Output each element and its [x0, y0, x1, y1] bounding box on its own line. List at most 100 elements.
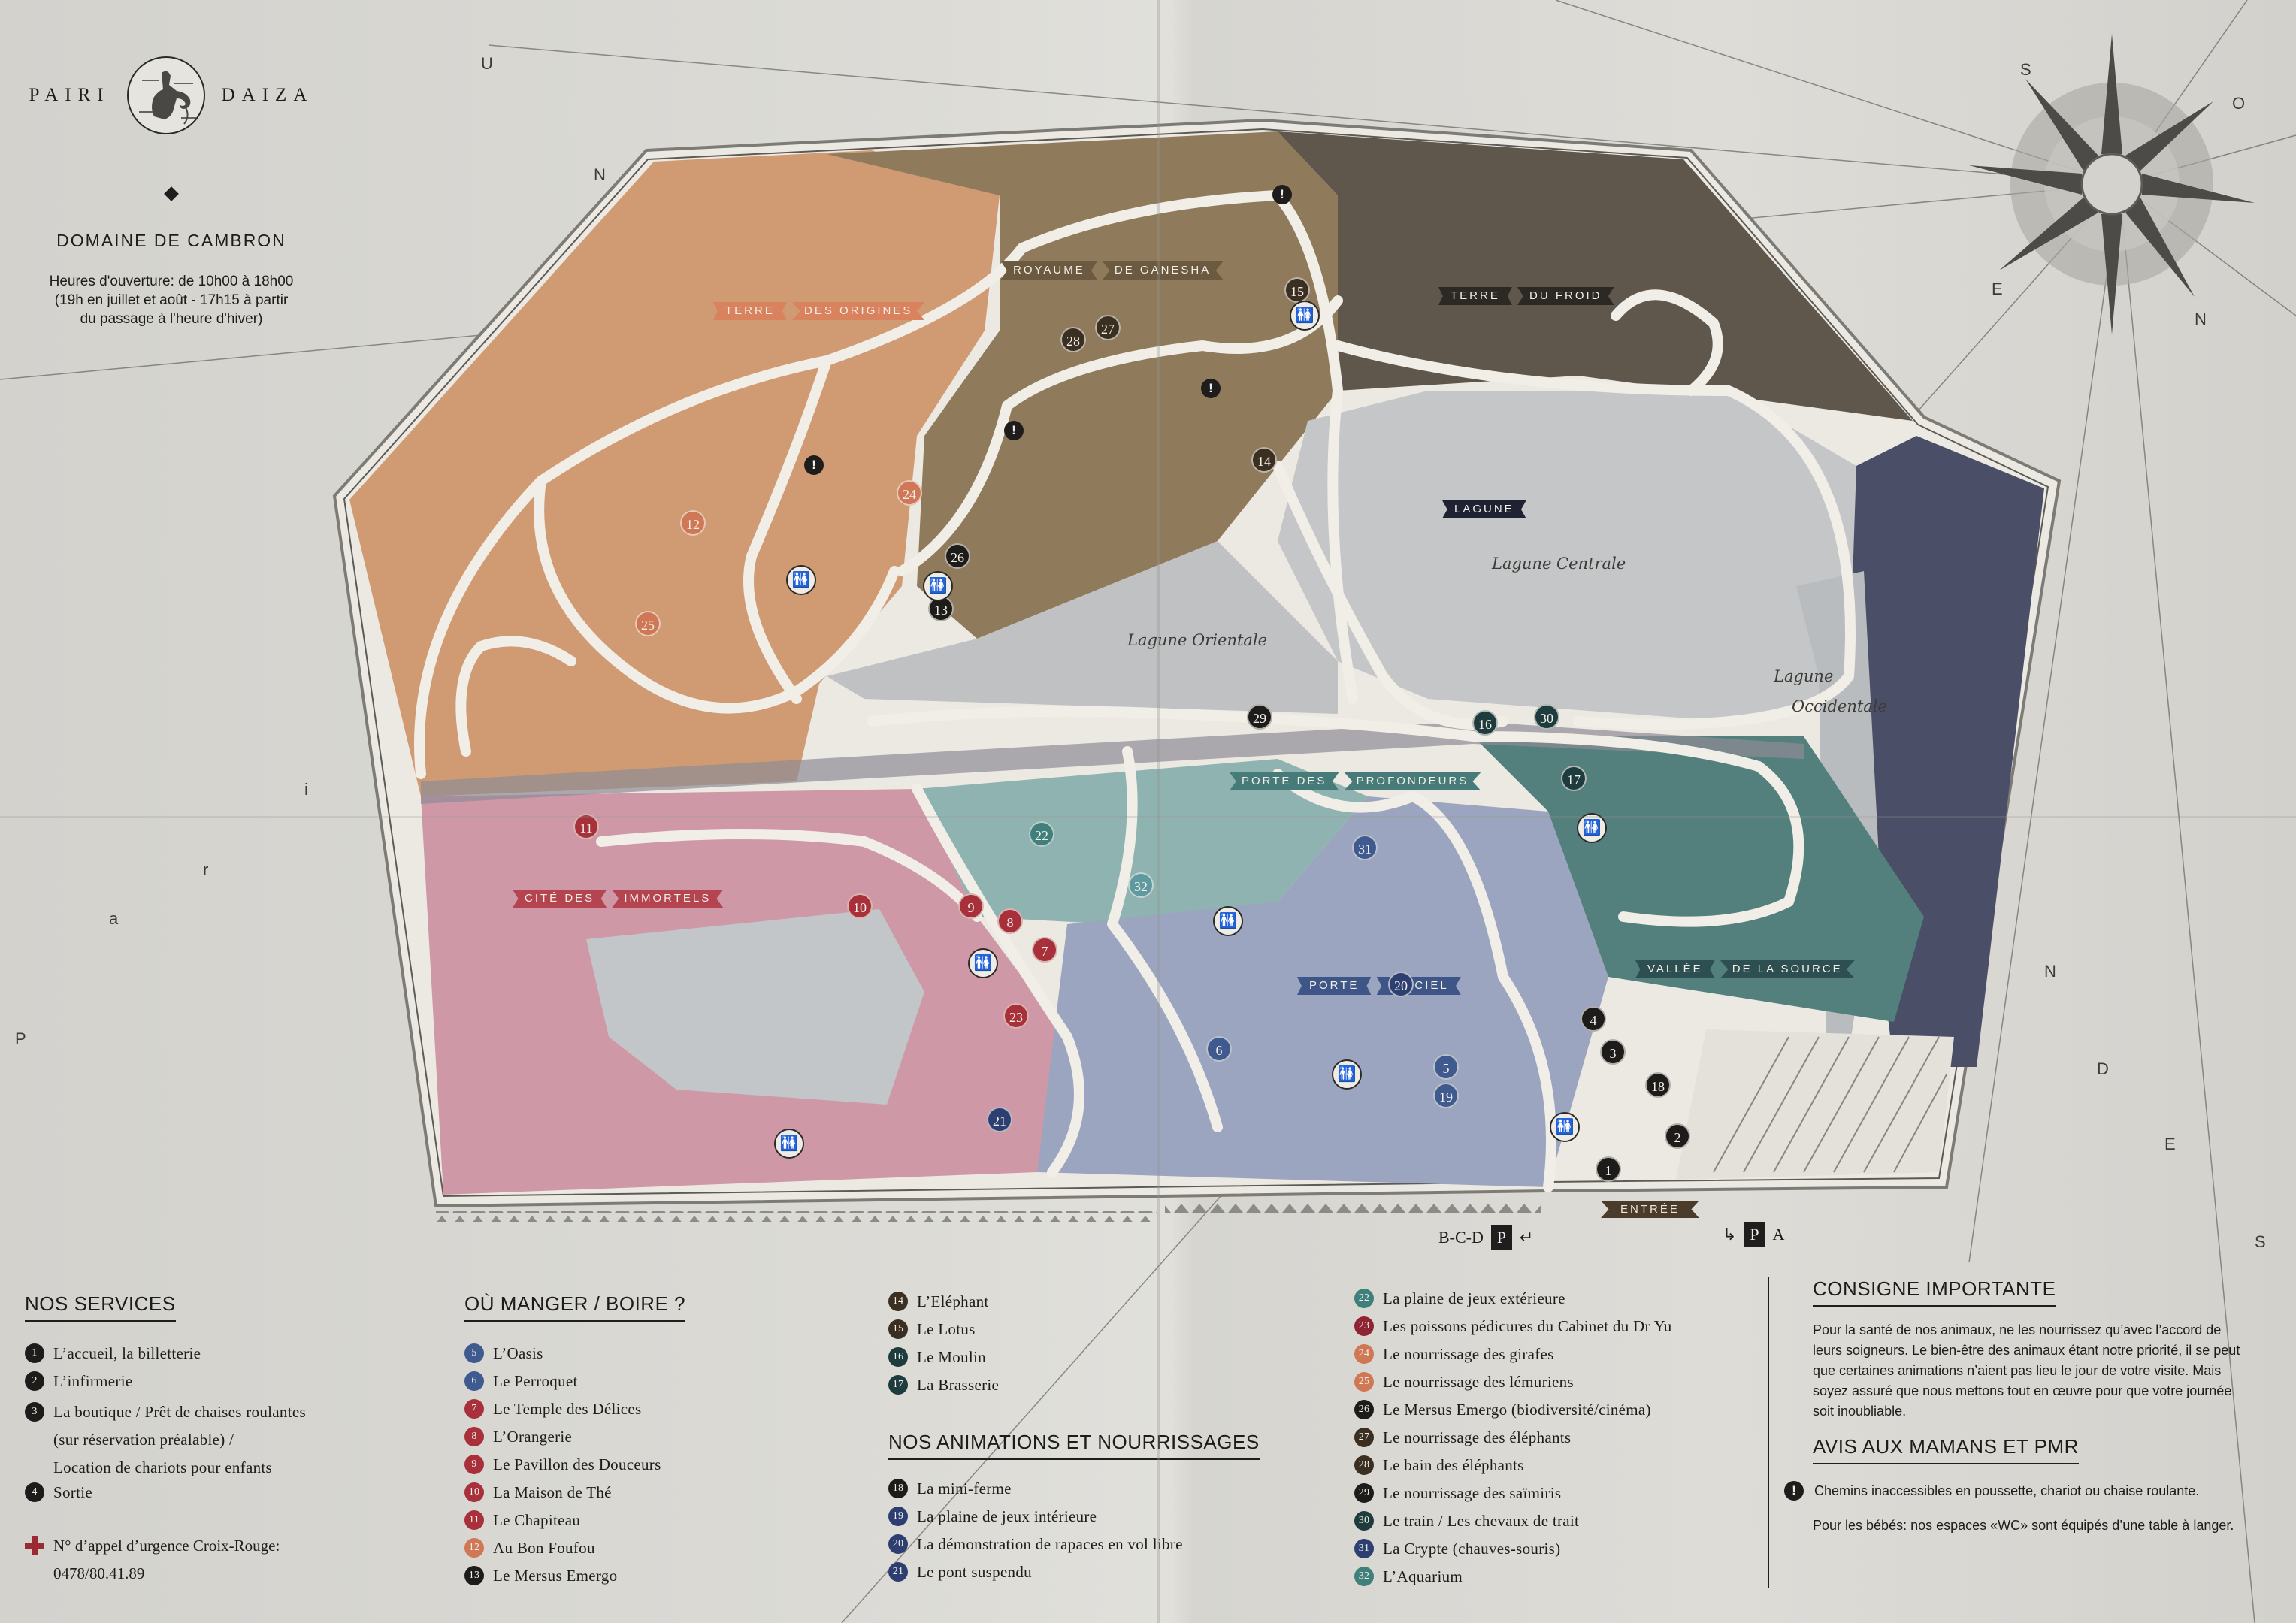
animation-label: Le nourrissage des éléphants: [1383, 1428, 1572, 1446]
map-poi-17[interactable]: 17: [1561, 766, 1587, 791]
zone-lagune-centrale[interactable]: [1278, 391, 1856, 721]
map-poi-9[interactable]: 9: [958, 893, 984, 919]
map-poi-3[interactable]: 3: [1600, 1039, 1626, 1065]
map-poi-18[interactable]: 18: [1645, 1072, 1671, 1098]
food-label: Le Moulin: [917, 1348, 986, 1366]
animation-label: Les poissons pédicures du Cabinet du Dr …: [1383, 1317, 1672, 1335]
zone-lagune-orientale[interactable]: [827, 541, 1338, 714]
wc-icon[interactable]: 🚻: [1550, 1112, 1580, 1142]
inaccessible-path-warning-icon: !: [1272, 185, 1292, 204]
animation-label: La démonstration de rapaces en vol libre: [917, 1535, 1183, 1553]
wc-icon[interactable]: 🚻: [774, 1129, 804, 1159]
food-label: L’Orangerie: [493, 1428, 573, 1446]
number-badge: 5: [464, 1343, 484, 1363]
parking-a[interactable]: ↳ P A: [1723, 1222, 1784, 1247]
map-poi-23[interactable]: 23: [1003, 1003, 1029, 1029]
food-label: Le Pavillon des Douceurs: [493, 1455, 661, 1473]
map-poi-25[interactable]: 25: [635, 611, 661, 636]
service-item: 3 La boutique / Prêt de chaises roulante…: [25, 1398, 416, 1482]
map-poi-6[interactable]: 6: [1206, 1036, 1232, 1062]
map-poi-16[interactable]: 16: [1472, 710, 1498, 736]
map-poi-19[interactable]: 19: [1433, 1083, 1459, 1108]
number-badge: 22: [1354, 1289, 1374, 1308]
animations-title: NOS ANIMATIONS ET NOURRISSAGES: [888, 1431, 1260, 1460]
zone-label-porte-des-profondeurs: PORTE DES PROFONDEURS: [1219, 769, 1491, 793]
food-label: Le Lotus: [917, 1320, 976, 1338]
map-poi-4[interactable]: 4: [1581, 1006, 1606, 1032]
food-label: Le Chapiteau: [493, 1511, 581, 1529]
number-badge: 30: [1354, 1511, 1374, 1531]
parking-bcd[interactable]: B-C-D P ↵: [1438, 1225, 1533, 1250]
zone-royaume-de-ganesha[interactable]: [827, 131, 1338, 639]
service-label: Sortie: [53, 1483, 92, 1501]
zone-terre-du-froid[interactable]: [1278, 131, 1913, 421]
map-poi-20[interactable]: 20: [1388, 972, 1414, 997]
wc-icon[interactable]: 🚻: [1577, 813, 1607, 843]
map-poi-15[interactable]: 15: [1284, 277, 1310, 303]
service-label: L’accueil, la billetterie: [53, 1344, 201, 1362]
emergency-phone[interactable]: 0478/80.41.89: [53, 1564, 145, 1582]
wc-icon[interactable]: 🚻: [1213, 906, 1243, 936]
number-badge: 15: [888, 1319, 908, 1339]
number-badge: 27: [1354, 1428, 1374, 1447]
map-poi-1[interactable]: 1: [1596, 1156, 1621, 1182]
return-arrow-icon: ↵: [1519, 1228, 1534, 1247]
wc-icon[interactable]: 🚻: [968, 948, 998, 978]
number-badge: 14: [888, 1292, 908, 1311]
food-title: OÙ MANGER / BOIRE ?: [464, 1292, 686, 1322]
map-poi-14[interactable]: 14: [1251, 447, 1277, 473]
lagoon-name-orientale: Lagune Orientale: [1127, 631, 1268, 649]
number-badge: 24: [1354, 1344, 1374, 1364]
map-poi-5[interactable]: 5: [1433, 1054, 1459, 1080]
map-poi-7[interactable]: 7: [1032, 937, 1057, 963]
zone-porte-des-profondeurs[interactable]: [917, 759, 1368, 924]
map-poi-27[interactable]: 27: [1095, 315, 1121, 340]
number-badge: 4: [25, 1482, 44, 1502]
map-poi-29[interactable]: 29: [1247, 704, 1272, 730]
map-poi-13[interactable]: 13: [928, 596, 954, 621]
service-item: 1 L’accueil, la billetterie: [25, 1343, 416, 1371]
zone-vallee-de-la-source[interactable]: [1473, 736, 1924, 1022]
domain-title: DOMAINE DE CAMBRON: [56, 231, 286, 250]
entrance-marker[interactable]: ENTRÉE: [1601, 1201, 1699, 1218]
map-poi-26[interactable]: 26: [945, 543, 970, 569]
map-poi-22[interactable]: 22: [1029, 821, 1054, 847]
wc-icon[interactable]: 🚻: [786, 565, 816, 595]
entrance-label: ENTRÉE: [1601, 1201, 1699, 1218]
map-poi-11[interactable]: 11: [573, 814, 599, 839]
animation-item: 24 Le nourrissage des girafes: [1354, 1343, 1775, 1371]
animation-label: Le nourrissage des girafes: [1383, 1345, 1554, 1363]
wc-icon[interactable]: 🚻: [1332, 1059, 1362, 1090]
animation-label: Le nourrissage des saïmiris: [1383, 1484, 1562, 1502]
map-poi-2[interactable]: 2: [1665, 1123, 1690, 1149]
map-poi-32[interactable]: 32: [1128, 872, 1154, 898]
map-poi-12[interactable]: 12: [680, 510, 706, 536]
wc-icon[interactable]: 🚻: [923, 571, 953, 601]
map-poi-30[interactable]: 30: [1534, 704, 1559, 730]
food-label: Le Perroquet: [493, 1372, 578, 1390]
number-badge: 2: [25, 1371, 44, 1391]
animation-label: La Crypte (chauves-souris): [1383, 1540, 1561, 1558]
number-badge: 11: [464, 1510, 484, 1530]
map-poi-31[interactable]: 31: [1352, 835, 1378, 860]
pmr-warning-text: Chemins inaccessibles en poussette, char…: [1814, 1482, 2200, 1498]
map-poi-28[interactable]: 28: [1060, 327, 1086, 352]
map-poi-21[interactable]: 21: [987, 1107, 1012, 1132]
food-item: 11 Le Chapiteau: [464, 1510, 855, 1537]
warning-icon: !: [1784, 1481, 1804, 1501]
map-poi-24[interactable]: 24: [897, 480, 922, 506]
map-poi-10[interactable]: 10: [847, 893, 873, 919]
wc-icon[interactable]: 🚻: [1290, 301, 1320, 331]
map-poi-8[interactable]: 8: [997, 908, 1023, 934]
